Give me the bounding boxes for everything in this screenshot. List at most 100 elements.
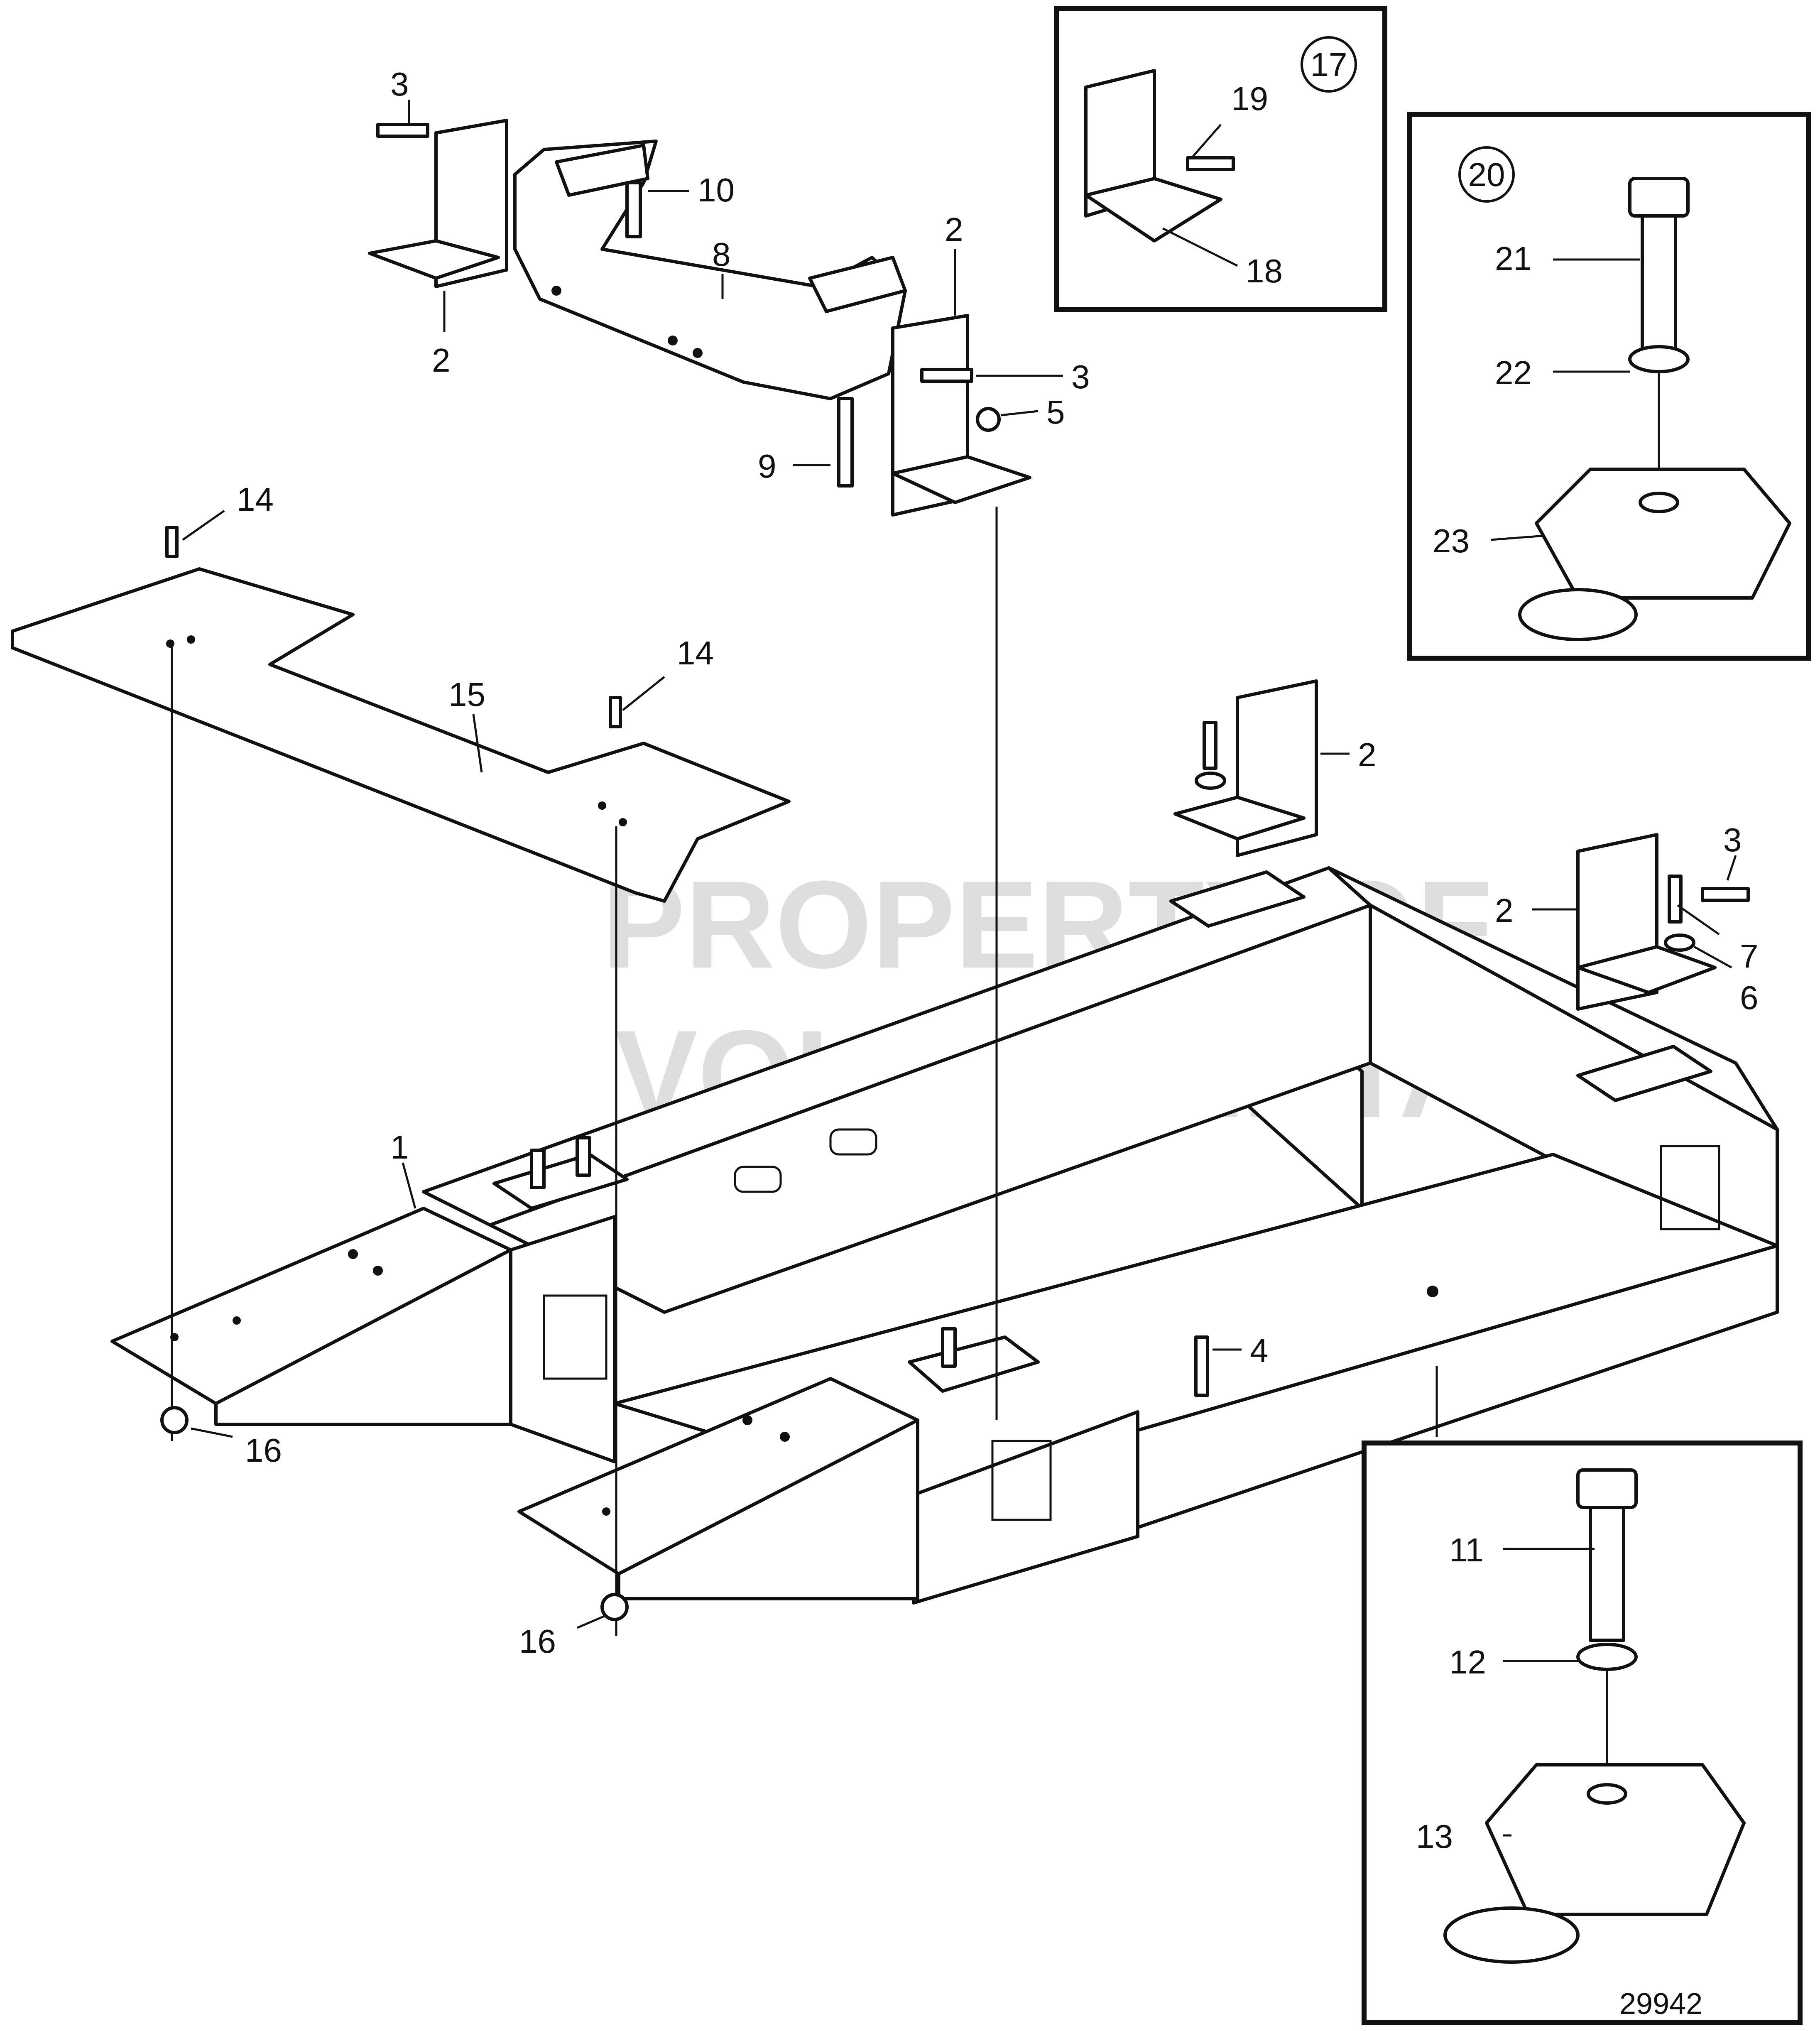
inset-variant-20: 20 <box>1407 112 1811 661</box>
plate-hole <box>166 639 174 648</box>
callout-4: 4 <box>1250 1332 1269 1369</box>
front-outrigger-side <box>617 1419 919 1600</box>
variant-20-label: 20 <box>1468 156 1505 193</box>
inset-20-mount-flange <box>1518 588 1638 641</box>
front-rail-opening-1 <box>991 1440 1052 1521</box>
bolt-14-right <box>609 696 622 728</box>
pad-stud-2 <box>576 1136 591 1177</box>
washer-6 <box>1664 933 1695 952</box>
callout-7: 7 <box>1740 938 1759 975</box>
support-plate <box>11 507 998 1636</box>
callout-1: 1 <box>390 1129 409 1166</box>
frame-hole <box>602 1507 610 1516</box>
inset-17-bracket-foot <box>1084 177 1222 243</box>
plate-hole <box>187 635 195 644</box>
frame-bracket-lower-foot <box>1576 945 1717 994</box>
inset-mount-bolt-shank <box>1589 1506 1625 1642</box>
mount-pad-front-left <box>908 1335 1040 1393</box>
callout-21: 21 <box>1495 240 1532 277</box>
rear-rail-slot-1 <box>734 1166 782 1193</box>
callouts: 3 10 2 8 2 3 5 9 14 15 14 19 18 21 22 23… <box>237 66 1759 2021</box>
nuts-16 <box>160 1406 629 1621</box>
inset-variant-17: 17 <box>1054 6 1387 312</box>
flange-nut-front <box>600 1593 629 1621</box>
flange-nut-left <box>160 1406 189 1434</box>
callout-2: 2 <box>432 342 451 379</box>
inset-20-bolt-head <box>1628 177 1690 218</box>
variant-17-label: 17 <box>1310 46 1347 83</box>
right-rail-opening <box>1660 1145 1720 1230</box>
callout-18: 18 <box>1246 252 1283 289</box>
rear-rail-slot-2 <box>829 1128 877 1156</box>
bracket-hole <box>668 336 678 345</box>
bolt-upper <box>1203 721 1217 770</box>
callout-14: 14 <box>237 481 274 518</box>
callout-16: 16 <box>245 1432 282 1469</box>
callout-3: 3 <box>1071 358 1090 395</box>
inset-mount-frame <box>1362 1441 1803 2025</box>
callout-8: 8 <box>712 236 731 273</box>
frame-hole <box>1427 1286 1438 1297</box>
bolt-4 <box>1194 1335 1209 1397</box>
l-bracket-right-foot <box>891 455 1031 504</box>
leader-lines <box>182 100 1737 1837</box>
inset-mount-detail <box>1362 1366 1803 2025</box>
drawing-number: 29942 <box>1619 1987 1702 2021</box>
variant-20-circle <box>1458 146 1515 203</box>
frame-hole <box>742 1415 752 1425</box>
inset-20-mount-hole <box>1639 492 1679 513</box>
frame-hole <box>233 1316 241 1325</box>
engine-bracket-assembly <box>368 119 1031 517</box>
callout-14: 14 <box>677 635 714 671</box>
inset-mount-bolt-head <box>1576 1468 1638 1509</box>
pad-stud-1 <box>530 1149 546 1189</box>
mount-pad-rear-right <box>1169 870 1306 928</box>
left-box-opening <box>543 1294 607 1380</box>
frame-hole <box>348 1249 358 1259</box>
callout-2: 2 <box>1495 892 1514 929</box>
inset-17-bolt <box>1186 156 1235 171</box>
callout-2: 2 <box>945 211 963 248</box>
inset-mount-washer <box>1576 1643 1638 1671</box>
inset-20-mount <box>1535 468 1791 600</box>
callout-16: 16 <box>519 1623 556 1660</box>
frame-hole <box>780 1432 790 1442</box>
callout-19: 19 <box>1231 80 1268 117</box>
frame-hole <box>373 1266 383 1276</box>
callout-11: 11 <box>1449 1531 1484 1568</box>
callout-3: 3 <box>1723 821 1742 858</box>
bolt-3-left <box>376 123 429 138</box>
bracket-hole <box>551 286 561 296</box>
bolt-3-right <box>920 368 973 383</box>
callout-6: 6 <box>1740 979 1759 1016</box>
washer-upper <box>1195 772 1226 790</box>
bolt-3-frame <box>1701 887 1750 902</box>
callout-15: 15 <box>448 676 485 713</box>
frame-bracket-upper-foot <box>1173 796 1306 840</box>
callout-3: 3 <box>390 66 409 103</box>
left-box-section <box>509 1215 616 1463</box>
support-plate-body <box>11 567 791 903</box>
bolt-10 <box>625 181 642 238</box>
pad-stud-3 <box>941 1327 957 1368</box>
plate-hole <box>598 801 606 810</box>
plate-hole <box>619 818 627 826</box>
engine-bed-frame <box>110 866 1779 1605</box>
callout-5: 5 <box>1046 394 1065 431</box>
callout-13: 13 <box>1416 1818 1453 1855</box>
bolt-9 <box>837 397 854 488</box>
frame-brackets <box>1173 679 1750 1397</box>
callout-2: 2 <box>1358 736 1377 773</box>
callout-23: 23 <box>1433 522 1470 559</box>
bracket-hole <box>693 348 703 358</box>
inset-20-washer <box>1628 345 1690 373</box>
bolt-7 <box>1668 875 1683 924</box>
inset-mount-flange <box>1443 1906 1580 1964</box>
callout-22: 22 <box>1495 354 1532 391</box>
bracket-pad-left <box>555 144 649 197</box>
mount-pad-front-right <box>1576 1045 1712 1102</box>
bolt-14-left <box>165 526 179 558</box>
bracket-pad-right <box>808 256 907 313</box>
callout-12: 12 <box>1449 1644 1486 1681</box>
